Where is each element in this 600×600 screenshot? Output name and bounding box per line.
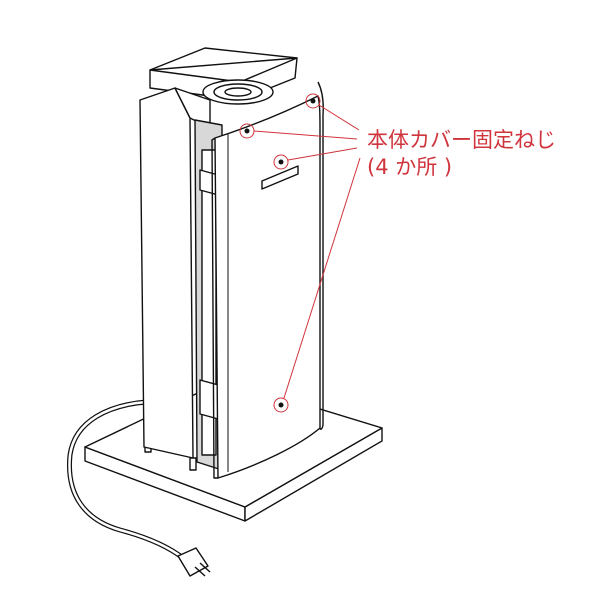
screw-marker (273, 154, 289, 170)
main-body-cover (211, 81, 324, 479)
side-panel (139, 87, 211, 459)
callout-count: (4 か所 ) (367, 155, 453, 179)
power-plug (177, 547, 211, 577)
screws (244, 98, 316, 408)
top-unit (149, 47, 298, 105)
screw-callouts (239, 93, 361, 413)
screw-marker (305, 93, 321, 109)
callout-label: 本体カバー固定ねじ (367, 128, 556, 152)
vent-slot (261, 165, 299, 190)
screw-marker (273, 397, 289, 413)
